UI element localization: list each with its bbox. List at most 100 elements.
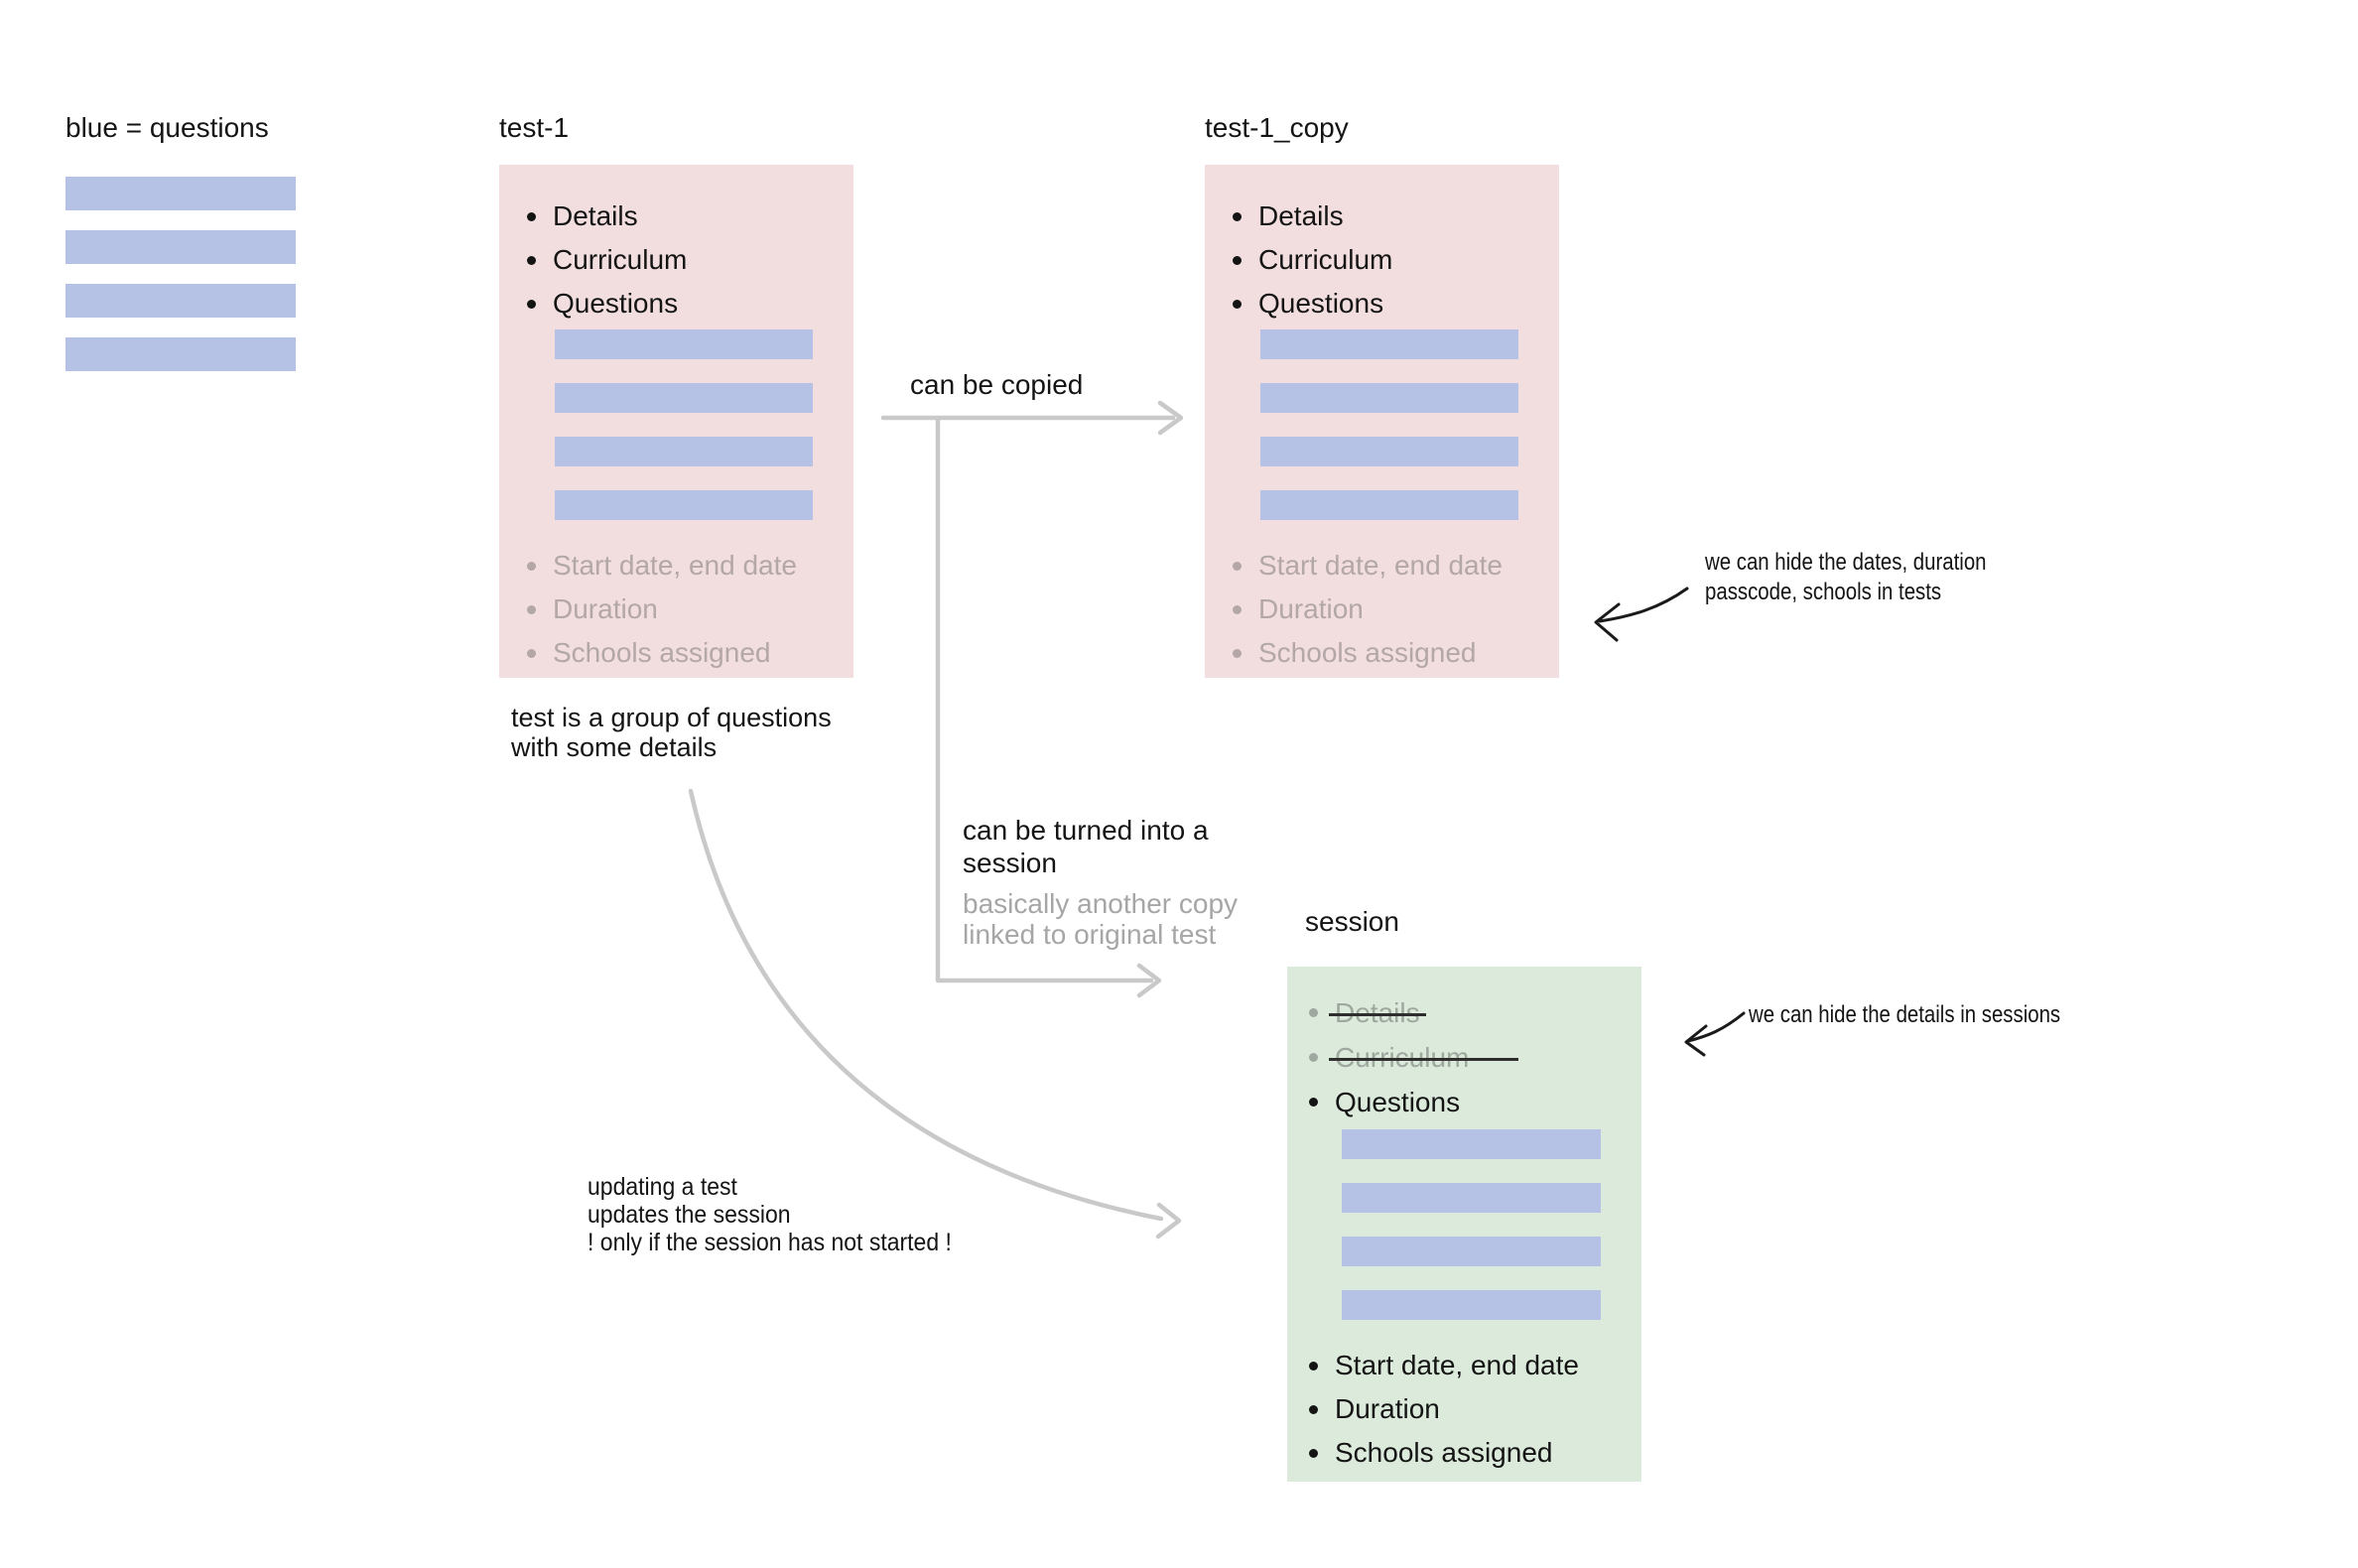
struck-item-label: Curriculum [1328,1041,1519,1073]
bullet-dot [1309,1008,1318,1017]
copy-arrow [880,400,1184,436]
list-item-label: Duration [1258,593,1364,624]
list-item: Curriculum [527,238,853,282]
list-item-label: Duration [553,593,658,624]
note-line: can be turned into a [963,815,1209,846]
question-bar [1260,437,1518,466]
hide-dates-arrow [1594,587,1689,642]
question-bar [1260,329,1518,359]
list-item-label: Schools assigned [1258,637,1477,668]
bullet-dot [1233,648,1242,658]
list-item-label: Curriculum [553,244,688,275]
test-1-copy-box: Details Curriculum Questions Start date,… [1205,165,1559,678]
list-item-label: Curriculum [1258,244,1393,275]
turned-into-session-note: can be turned into a session basically a… [963,814,1238,950]
list-item-label: Questions [1258,288,1384,319]
question-bar [555,329,813,359]
question-bar [1260,383,1518,413]
test-1-copy-title: test-1_copy [1205,112,1349,143]
list-item: Schools assigned [1233,631,1559,675]
note-subline-text: linked to original test [963,919,1217,950]
note-line: we can hide the dates, duration [1705,549,1987,576]
note-line: session [963,848,1057,878]
question-bar [1342,1290,1601,1320]
bullet-dot [1309,1404,1318,1414]
bullet-dot [1309,1448,1318,1458]
list-item: Curriculum [1233,238,1559,282]
question-bar [555,437,813,466]
list-item-label: Details [553,200,638,231]
list-item: Questions [1309,1080,1641,1124]
list-item: Start date, end date [1233,544,1559,588]
list-item: Schools assigned [527,631,853,675]
bullet-dot [1309,1098,1318,1107]
legend-bar [66,177,296,210]
bullet-dot [1233,299,1242,309]
note-line: test is a group of questions [511,703,832,732]
hide-details-arrow [1684,1011,1746,1057]
question-bar [1342,1237,1601,1266]
note-line: ! only if the session has not started ! [588,1229,952,1256]
list-item: Questions [527,282,853,326]
note-subline-text: basically another copy [963,888,1239,919]
hidden-detail-list: Start date, end date Duration Schools as… [1233,544,1559,675]
list-item: Duration [1233,588,1559,631]
list-item-label: Details [1258,200,1344,231]
session-title: session [1305,906,1399,937]
hide-details-note: we can hide the details in sessions [1749,1001,2061,1028]
can-be-copied-label: can be copied [910,369,1084,400]
list-item: Questions [1233,282,1559,326]
struck-item-label: Details [1329,996,1426,1028]
legend-bar [66,337,296,371]
legend-label: blue = questions [66,112,269,143]
question-bar [1342,1183,1601,1213]
question-bars [1260,329,1559,520]
question-bar [1342,1129,1601,1159]
question-bar [555,383,813,413]
list-item: Start date, end date [1309,1344,1641,1387]
list-item-label: Start date, end date [1335,1350,1579,1380]
note-line: updates the session [588,1201,791,1229]
hide-dates-note: we can hide the dates, duration passcode… [1705,548,1987,607]
list-item-label: Questions [1335,1086,1461,1117]
bullet-dot [527,299,536,309]
bullet-dot [527,255,536,265]
note-line: passcode, schools in tests [1705,579,1942,605]
note-subline: basically another copy linked to origina… [963,888,1238,950]
question-bar [555,490,813,520]
test-1-box: Details Curriculum Questions Start date,… [499,165,853,678]
question-bar [1260,490,1518,520]
list-item: Curriculum [1309,1035,1641,1080]
bullet-dot [527,211,536,221]
question-bars [555,329,853,520]
legend-bar [66,284,296,318]
list-item-label: Schools assigned [1335,1437,1553,1468]
bullet-dot [1233,255,1242,265]
note-line: with some details [511,732,718,762]
bullet-dot [1233,561,1242,571]
session-box: Details Curriculum Questions Start date,… [1287,967,1641,1482]
test-1-title: test-1 [499,112,570,143]
list-item: Start date, end date [527,544,853,588]
list-item: Details [527,195,853,238]
list-item: Schools assigned [1309,1431,1641,1475]
list-item-label: Start date, end date [553,550,797,581]
question-bars [1342,1129,1641,1320]
bullet-dot [1309,1053,1318,1062]
updating-note: updating a test updates the session ! on… [588,1173,952,1256]
legend-bar [66,230,296,264]
bullet-dot [1233,604,1242,614]
bullet-dot [527,648,536,658]
bullet-dot [527,561,536,571]
list-item-label: Start date, end date [1258,550,1503,581]
list-item-label: Schools assigned [553,637,771,668]
note-line: updating a test [588,1173,737,1201]
bullet-dot [1309,1361,1318,1371]
list-item: Details [1233,195,1559,238]
list-item: Duration [1309,1387,1641,1431]
list-item: Details [1309,990,1641,1035]
list-item-label: Questions [553,288,679,319]
list-item: Duration [527,588,853,631]
list-item-label: Duration [1335,1393,1440,1424]
